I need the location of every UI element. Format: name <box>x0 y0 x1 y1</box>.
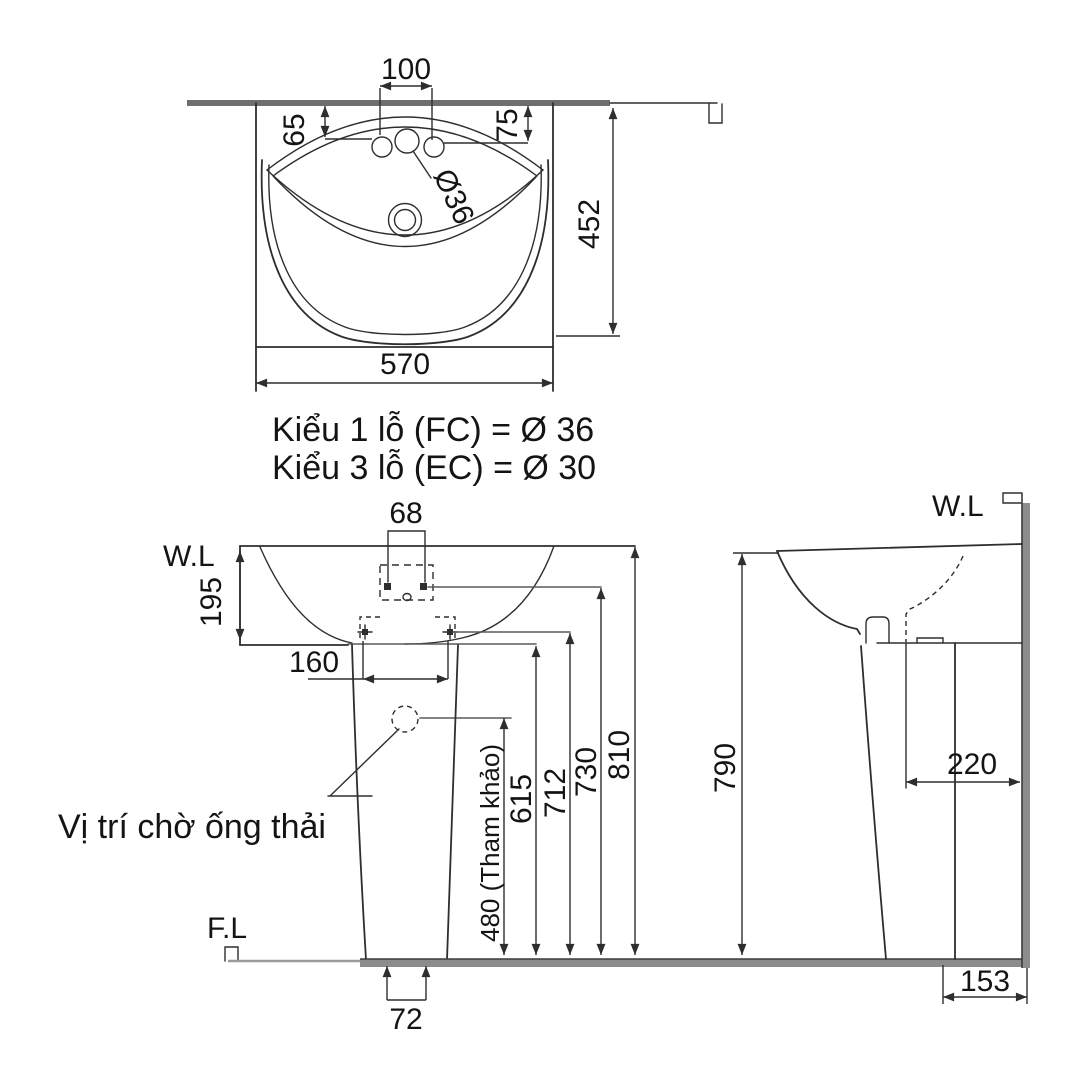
bracket-hidden-left <box>359 616 382 638</box>
label-wall-line-side: W.L <box>932 490 984 523</box>
floor-band <box>360 959 1030 967</box>
faucet-stub <box>387 530 426 546</box>
dim-depth: 452 <box>573 199 606 249</box>
dim-bolt-height: 712 <box>539 768 572 818</box>
bowl-opening-arc-inner <box>273 176 537 248</box>
dim-base-drain-width: 72 <box>389 1003 422 1036</box>
bowl-profile <box>776 550 861 635</box>
back-rim-arc-outer <box>266 116 544 171</box>
rim-line <box>776 543 1023 552</box>
floor-hook-icon <box>224 946 239 962</box>
dim-side-rim-height: 790 <box>709 743 742 793</box>
note-drain-position: Vị trí chờ ống thải <box>58 808 326 846</box>
fix-hole-mark <box>420 583 427 590</box>
fix-hole-mark <box>384 583 391 590</box>
dim-bolt-spacing: 160 <box>289 646 339 679</box>
dim-rim-depth: 195 <box>195 577 228 627</box>
top-view: 100 65 75 Ø36 452 570 <box>187 53 723 392</box>
front-view: 68 W.L 195 <box>58 497 1030 1036</box>
faucet-hole-left <box>371 136 393 158</box>
faucet-hole-center <box>394 128 420 154</box>
side-view: W.L 790 220 153 <box>709 490 1030 1004</box>
bracket-hole-mark <box>362 629 368 635</box>
shelf-bump <box>916 637 944 644</box>
bracket-hidden-right <box>433 616 456 638</box>
bowl-opening-arc-outer <box>266 169 544 236</box>
dim-width: 570 <box>380 348 430 381</box>
dim-faucet-width: 68 <box>389 497 422 530</box>
note-hole-type-2: Kiểu 3 lỗ (EC) = Ø 30 <box>272 449 596 487</box>
pedestal-front-edge <box>860 645 887 960</box>
overflow-hole-inner <box>393 208 417 232</box>
dim-pedestal-to-wall: 153 <box>960 965 1010 998</box>
dim-left-hole-offset: 65 <box>278 113 311 146</box>
wall-hook-icon <box>708 103 723 124</box>
note-hole-type-1: Kiểu 1 lỗ (FC) = Ø 36 <box>272 411 594 449</box>
bowl-inner-curve <box>268 164 542 336</box>
dim-shelf-height: 615 <box>505 774 538 824</box>
label-floor-line: F.L <box>207 912 247 945</box>
bowl-outer-curve <box>260 159 550 346</box>
hole-dia-leader <box>412 150 432 179</box>
leader-line <box>330 728 400 796</box>
bowl-curve-right <box>404 545 555 645</box>
wall-hook-icon <box>1002 492 1023 504</box>
bracket-hole-mark <box>447 629 453 635</box>
pedestal-right-edge <box>446 644 459 961</box>
wall-band <box>1022 503 1030 968</box>
wall-band <box>187 100 610 106</box>
dim-right-hole-offset: 75 <box>491 108 524 141</box>
dim-fix-hole-height: 730 <box>570 747 603 797</box>
dim-rim-height: 810 <box>603 730 636 780</box>
overflow-hole-outer <box>387 202 423 238</box>
faucet-hole-right <box>423 136 445 158</box>
dim-drain-to-wall: 220 <box>947 748 997 781</box>
dim-hole-spacing: 100 <box>381 53 431 86</box>
hole-type-notes: Kiểu 1 lỗ (FC) = Ø 36 Kiểu 3 lỗ (EC) = Ø… <box>272 411 596 487</box>
dim-drain-ref-height: 480 (Tham khảo) <box>475 744 505 942</box>
bowl-curve-left <box>259 546 353 644</box>
hidden-drain-path <box>905 555 964 642</box>
pedestal-left-edge <box>351 644 367 961</box>
back-rim-arc-inner <box>272 126 538 177</box>
plate-center-mark <box>402 592 412 602</box>
drain-wait-hole <box>391 705 419 733</box>
label-wall-line: W.L <box>163 540 215 573</box>
drain-fitting <box>865 616 890 644</box>
